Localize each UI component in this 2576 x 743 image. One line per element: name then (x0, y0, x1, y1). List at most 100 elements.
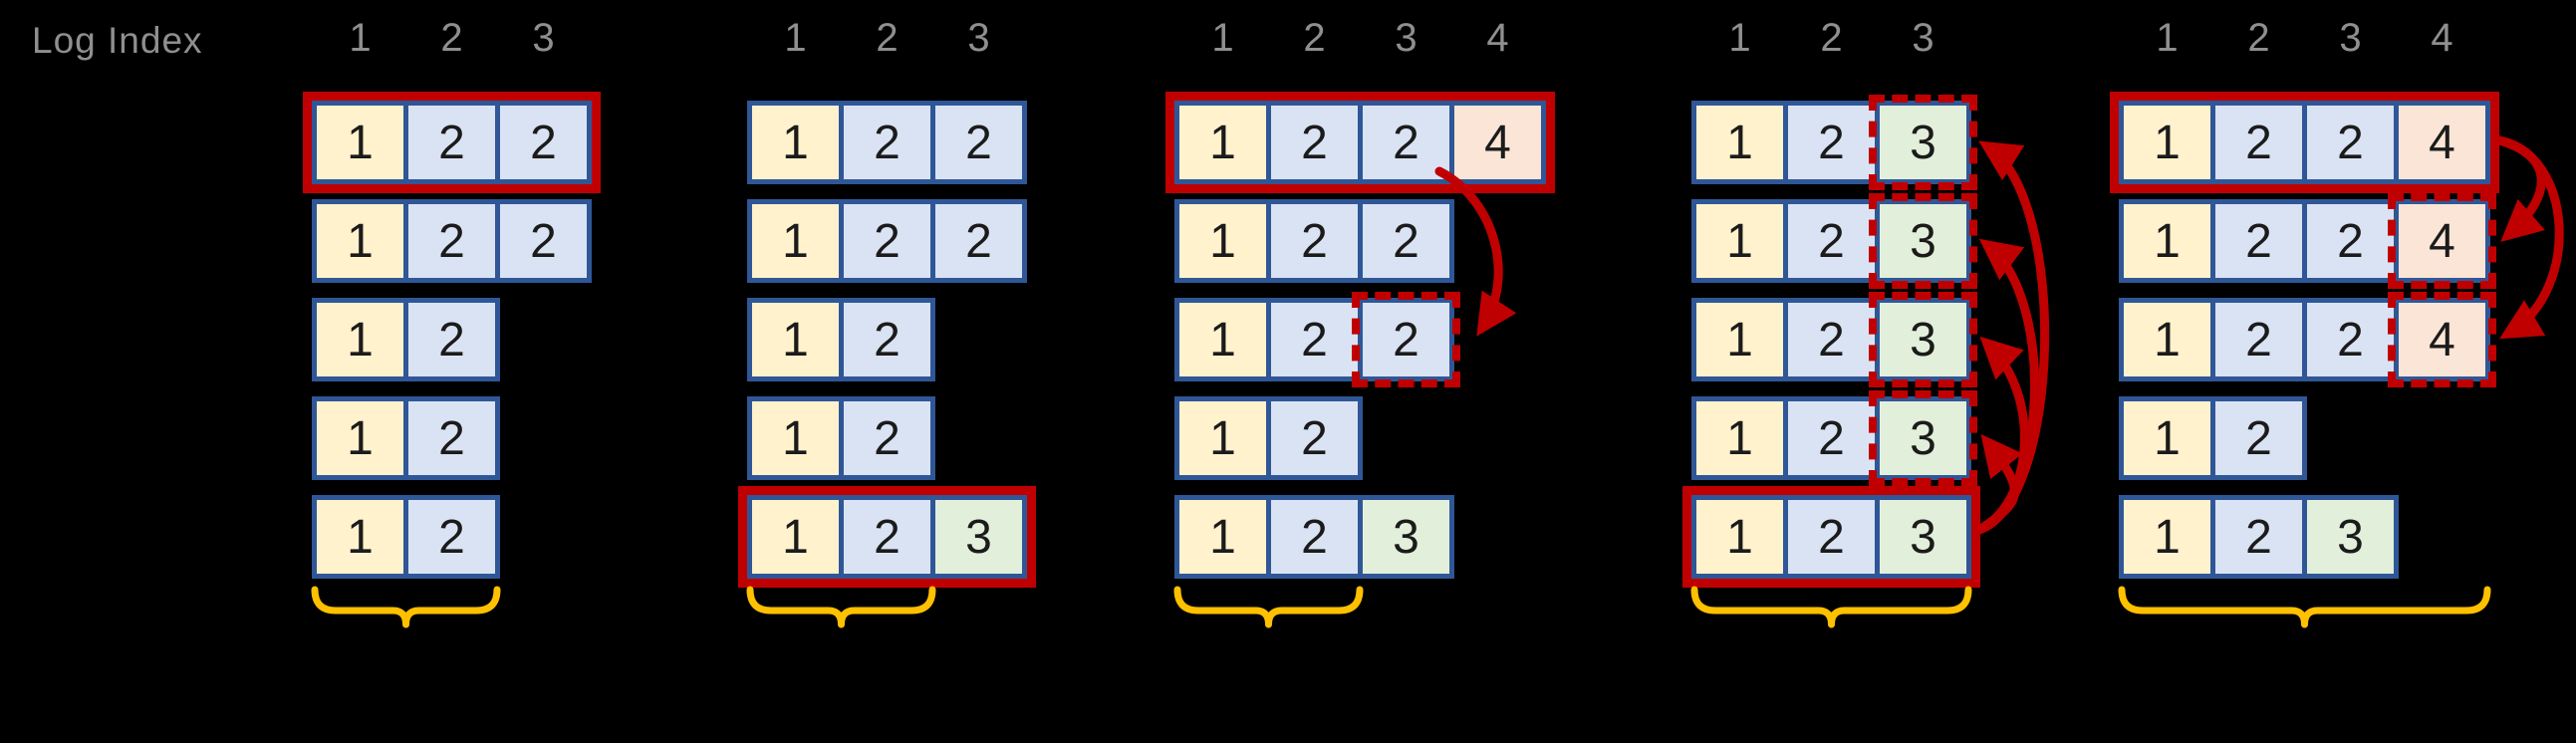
log-index-column-label: 3 (532, 16, 555, 60)
log-cell: 1 (747, 101, 844, 184)
log-cell: 3 (2302, 495, 2399, 579)
log-cell: 1 (1691, 298, 1788, 381)
log-index-column-label: 1 (2156, 16, 2179, 60)
log-index-column-label: 4 (2431, 16, 2453, 60)
log-cell-dashed: 4 (2388, 193, 2496, 289)
log-cell: 2 (1266, 101, 1363, 184)
log-cell: 1 (2119, 298, 2215, 381)
log-cell: 1 (312, 495, 408, 579)
log-cell: 2 (403, 298, 500, 381)
log-cell: 2 (495, 101, 592, 184)
log-cell: 3 (1358, 495, 1454, 579)
log-cell: 1 (1174, 101, 1271, 184)
log-cell-dashed: 4 (2388, 292, 2496, 387)
log-cell: 2 (2302, 101, 2399, 184)
log-cell: 2 (2210, 298, 2307, 381)
log-index-column-label: 2 (1303, 16, 1326, 60)
log-index-column-label: 3 (1395, 16, 1417, 60)
log-cell: 2 (1266, 199, 1363, 283)
log-index-column-label: 1 (1728, 16, 1751, 60)
log-cell: 2 (839, 495, 935, 579)
log-cell: 1 (1174, 199, 1271, 283)
log-cell: 3 (1875, 495, 1971, 579)
log-cell: 1 (1174, 298, 1271, 381)
log-cell: 1 (1174, 396, 1271, 480)
log-cell: 2 (403, 396, 500, 480)
log-cell: 2 (2210, 396, 2307, 480)
log-cell: 1 (1691, 101, 1788, 184)
log-cell: 2 (403, 199, 500, 283)
log-cell: 2 (1783, 101, 1880, 184)
log-cell: 1 (312, 101, 408, 184)
log-cell: 1 (2119, 199, 2215, 283)
log-cell: 2 (1266, 495, 1363, 579)
log-cell: 2 (2302, 199, 2399, 283)
log-cell: 2 (403, 101, 500, 184)
log-cell-dashed: 3 (1869, 95, 1977, 190)
log-cell: 2 (1358, 101, 1454, 184)
log-cell: 1 (2119, 396, 2215, 480)
log-cell: 4 (1449, 101, 1546, 184)
log-cell: 1 (1174, 495, 1271, 579)
log-cell: 1 (312, 396, 408, 480)
log-cell: 2 (839, 101, 935, 184)
log-cell: 1 (747, 199, 844, 283)
log-cell: 2 (403, 495, 500, 579)
log-index-column-label: 1 (784, 16, 807, 60)
log-cell-dashed: 3 (1869, 193, 1977, 289)
log-cell: 2 (1783, 199, 1880, 283)
log-cell: 2 (2210, 101, 2307, 184)
log-cell: 2 (1783, 298, 1880, 381)
log-index-column-label: 4 (1486, 16, 1509, 60)
log-cell-dashed: 3 (1869, 390, 1977, 486)
log-cell: 1 (312, 199, 408, 283)
log-cell: 1 (2119, 101, 2215, 184)
log-cell: 2 (2210, 199, 2307, 283)
log-index-column-label: 2 (876, 16, 899, 60)
log-index-column-label: 2 (2247, 16, 2270, 60)
log-cell: 2 (2302, 298, 2399, 381)
log-cell: 2 (1783, 495, 1880, 579)
log-cell: 1 (747, 396, 844, 480)
log-cell: 1 (1691, 396, 1788, 480)
log-cell: 1 (312, 298, 408, 381)
log-cell: 1 (2119, 495, 2215, 579)
log-index-column-label: 2 (440, 16, 463, 60)
log-index-column-label: 3 (1912, 16, 1934, 60)
log-index-column-label: 1 (1211, 16, 1234, 60)
log-cell: 2 (1266, 298, 1363, 381)
log-index-column-label: 1 (349, 16, 372, 60)
log-cell: 2 (839, 298, 935, 381)
log-cell: 2 (1783, 396, 1880, 480)
log-cell: 2 (930, 101, 1027, 184)
log-cell-dashed: 3 (1869, 292, 1977, 387)
log-cell: 1 (1691, 199, 1788, 283)
log-cell: 4 (2394, 101, 2490, 184)
